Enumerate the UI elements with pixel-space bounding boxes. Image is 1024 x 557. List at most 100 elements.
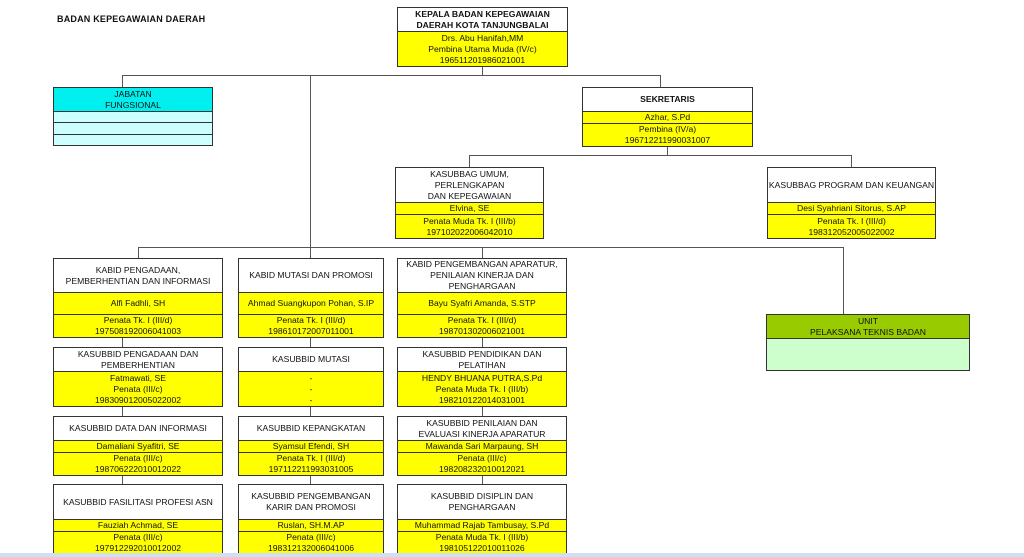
empty-row (54, 134, 212, 145)
official-nip: 198105122010011026 (439, 543, 525, 553)
official-details: Penata Muda Tk. I (III/b)197102022006042… (396, 215, 543, 238)
official-name: Mawanda Sari Marpaung, SH (398, 441, 566, 453)
position-title: KASUBBID DATA DAN INFORMASI (54, 417, 222, 441)
position-title: KASUBBID MUTASI (239, 348, 383, 372)
title-line: KASUBBID MUTASI (272, 354, 350, 364)
connector-line (469, 155, 852, 156)
official-nip: 197508192006041003 (94, 326, 182, 336)
title-line: FUNGSIONAL (105, 99, 161, 110)
official-name: Fauziah Achmad, SE (54, 520, 222, 532)
official-rank: Penata (III/c) (286, 532, 336, 542)
official-details: Penata (III/c)198706222010012022 (54, 453, 222, 475)
position-title: KASUBBID FASILITASI PROFESI ASN (54, 485, 222, 520)
official-name: Bayu Syafri Amanda, S.STP (398, 293, 566, 315)
title-line: SEKRETARIS (640, 94, 695, 104)
official-name: Desi Syahriani Sitorus, S.AP (768, 203, 935, 215)
official-nip: 197102022006042010 (426, 226, 513, 237)
official-details: Penata Tk. I (III/d)198312052005022002 (768, 215, 935, 238)
title-line: KABID PENGADAAN, (95, 264, 181, 275)
title-line: EVALUASI KINERJA APARATUR (418, 428, 546, 439)
connector-line (138, 247, 139, 258)
connector-line (482, 474, 483, 484)
org-box-kabid-pengembangan: KABID PENGEMBANGAN APARATUR,PENILAIAN KI… (397, 258, 567, 338)
title-line: JABATAN (114, 88, 152, 99)
official-nip: 198312132006041006 (267, 543, 355, 553)
title-line: KASUBBAG PROGRAM DAN KEUANGAN (768, 179, 935, 190)
title-line: KASUBBID KEPANGKATAN (256, 423, 366, 433)
page-title: BADAN KEPEGAWAIAN DAERAH (57, 14, 206, 24)
official-details: Penata Tk. I (III/d)198701302006021001 (398, 315, 566, 337)
bottom-border (0, 553, 1024, 557)
title-line: DAN KEPEGAWAIAN (427, 190, 512, 201)
title-line: PEMBERHENTIAN DAN INFORMASI (65, 275, 211, 286)
official-rank: Penata (III/c) (457, 453, 507, 463)
org-box-kabid-pengadaan: KABID PENGADAAN,PEMBERHENTIAN DAN INFORM… (53, 258, 223, 338)
connector-line (310, 474, 311, 484)
official-rank: Penata Tk. I (III/d) (276, 315, 346, 325)
official-nip: 196511201986021001 (439, 54, 526, 65)
title-line: KABID MUTASI DAN PROMOSI (249, 270, 373, 281)
official-rank: Penata Tk. I (III/d) (276, 453, 346, 463)
title-line: KASUBBID DISIPLIN DAN (430, 491, 534, 501)
title-line: KASUBBID PENDIDIKAN DAN (422, 348, 542, 359)
official-details: Penata (III/c)198312132006041006 (239, 532, 383, 554)
connector-line (843, 247, 844, 314)
official-rank: Pembina Utama Muda (IV/c) (428, 43, 537, 54)
official-rank: Penata Muda Tk. I (III/b) (435, 532, 529, 542)
title-line: KASUBBID FASILITASI PROFESI ASN (63, 496, 213, 507)
position-title: KABID PENGADAAN,PEMBERHENTIAN DAN INFORM… (54, 259, 222, 294)
empty-row (54, 123, 212, 135)
org-box-kasubbag-program: KASUBBAG PROGRAM DAN KEUANGAN Desi Syahri… (767, 167, 936, 239)
official-nip: - (309, 394, 313, 405)
official-details: Pembina (IV/a)196712211990031007 (583, 124, 752, 146)
position-title: KASUBBAG PROGRAM DAN KEUANGAN (768, 168, 935, 203)
official-details: Penata Muda Tk. I (III/b)198105122010011… (398, 532, 566, 554)
connector-line (482, 65, 483, 75)
official-nip: 197912292010012002 (94, 543, 182, 553)
title-line: PELATIHAN (458, 359, 506, 370)
connector-line (310, 75, 311, 247)
title-line: KARIR DAN PROMOSI (266, 502, 356, 512)
position-title: KASUBBID KEPANGKATAN (239, 417, 383, 441)
empty-row (54, 112, 212, 124)
official-nip: 198701302006021001 (438, 326, 526, 336)
connector-line (122, 474, 123, 484)
official-name: Ruslan, SH.M.AP (239, 520, 383, 532)
title-line: DAERAH KOTA TANJUNGBALAI (416, 19, 549, 30)
connector-line (667, 145, 668, 155)
official-rank: Penata (III/c) (113, 383, 163, 394)
official-rank: Penata Muda Tk. I (III/b) (423, 215, 516, 226)
official-name: Syamsul Efendi, SH (239, 441, 383, 453)
connector-line (482, 405, 483, 416)
official-nip: 198208232010012021 (438, 464, 526, 474)
official-nip: 197112211993031005 (268, 464, 354, 474)
official-rank: Pembina (IV/a) (638, 124, 697, 134)
title-line: KEPALA BADAN KEPEGAWAIAN (415, 8, 550, 19)
official-name: Elvina, SE (396, 203, 543, 215)
connector-line (469, 155, 470, 167)
official-details: Penata Tk. I (III/d)197508192006041003 (54, 315, 222, 337)
official-name: Drs. Abu Hanifah,MM (441, 32, 524, 43)
connector-line (310, 336, 311, 347)
official-rank: Penata (III/c) (113, 532, 163, 542)
connector-line (122, 336, 123, 347)
title-line: KASUBBID PENGADAAN DAN (77, 348, 199, 359)
official-details: Penata Tk. I (III/d)198610172007011001 (239, 315, 383, 337)
title-line: KASUBBAG UMUM, PERLENGKAPAN (430, 168, 509, 190)
